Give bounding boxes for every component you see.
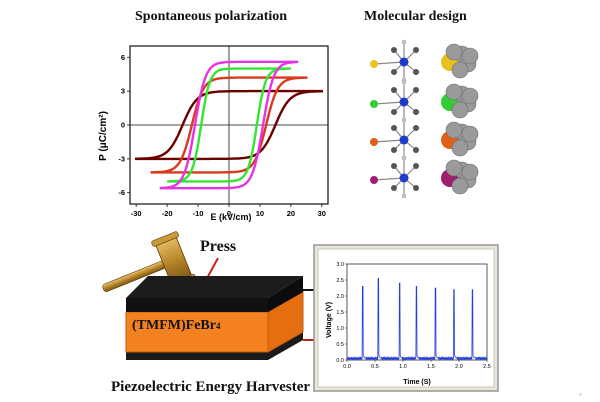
pe-x-tick-label: 0 <box>227 209 231 218</box>
voltage-y-tick-label: 0.0 <box>336 358 344 364</box>
carbon-atom <box>391 185 397 191</box>
hydrogen-atom <box>401 39 407 45</box>
molecular-design-illustration <box>370 39 479 199</box>
pe-x-axis-label: E (kV/cm) <box>210 212 251 222</box>
carbon-atom <box>391 87 397 93</box>
methyl-sphere <box>461 125 479 143</box>
pe-y-tick-label: 0 <box>121 121 125 130</box>
pe-x-tick-label: 20 <box>287 209 295 218</box>
methyl-sphere <box>451 101 469 119</box>
pe-x-tick-label: 10 <box>256 209 264 218</box>
carbon-atom <box>413 69 419 75</box>
molecular-design-heading: Molecular design <box>364 9 467 24</box>
voltage-y-tick-label: 2.5 <box>336 278 344 284</box>
voltage-y-tick-label: 1.5 <box>336 310 344 316</box>
carbon-atom <box>413 47 419 53</box>
hydrogen-atom <box>401 193 407 199</box>
voltage-y-tick-label: 2.0 <box>336 294 344 300</box>
methyl-sphere <box>451 139 469 157</box>
voltage-x-axis-label: Time (S) <box>403 379 431 386</box>
carbon-atom <box>391 109 397 115</box>
voltage-x-tick-label: 1.5 <box>427 364 435 370</box>
carbon-atom <box>413 87 419 93</box>
nitrogen-atom <box>399 57 409 67</box>
methyl-sphere <box>445 43 463 61</box>
device-material-name: (TMFM)FeBr <box>132 318 216 333</box>
voltage-y-tick-label: 0.5 <box>336 342 344 348</box>
hydrogen-atom <box>401 79 407 85</box>
voltage-y-axis-label: Voltage (V) <box>326 302 333 338</box>
carbon-atom <box>413 185 419 191</box>
mol-bond <box>373 139 405 143</box>
corner-mark: + <box>578 390 583 399</box>
carbon-atom <box>413 163 419 169</box>
methyl-sphere <box>451 61 469 79</box>
polarization-heading: Spontaneous polarization <box>135 9 288 24</box>
voltage-y-tick-label: 3.0 <box>336 262 344 268</box>
piezo-device <box>125 276 316 360</box>
methyl-sphere <box>445 159 463 177</box>
hydrogen-atom <box>401 117 407 123</box>
methyl-sphere <box>451 177 469 195</box>
carbon-atom <box>413 147 419 153</box>
methyl-sphere <box>461 47 479 65</box>
voltage-x-tick-label: 0.0 <box>343 364 351 370</box>
pe-x-tick-label: -30 <box>131 209 142 218</box>
mol-bond <box>373 177 405 181</box>
halogen-atom <box>370 138 378 146</box>
voltage-x-tick-label: 1.0 <box>399 364 407 370</box>
mol-bond <box>373 101 405 105</box>
nitrogen-atom <box>399 173 409 183</box>
carbon-atom <box>391 69 397 75</box>
voltage-trace <box>346 278 488 361</box>
halogen-atom <box>370 60 378 68</box>
carbon-atom <box>391 163 397 169</box>
pe-x-tick-label: -20 <box>162 209 173 218</box>
methyl-sphere <box>461 163 479 181</box>
pe-y-tick-label: 6 <box>121 53 125 62</box>
pe-y-axis-label: P (μC/cm²) <box>98 111 109 161</box>
voltage-x-tick-label: 2.5 <box>483 364 491 370</box>
carbon-atom <box>391 147 397 153</box>
methyl-sphere <box>445 83 463 101</box>
nitrogen-atom <box>399 97 409 107</box>
carbon-atom <box>391 125 397 131</box>
pe-x-tick-label: 30 <box>318 209 326 218</box>
carbon-atom <box>413 125 419 131</box>
pe-loop-4 <box>159 60 299 190</box>
device-material-label: (TMFM)FeBr4 <box>132 318 220 334</box>
methyl-sphere <box>445 121 463 139</box>
pe-loop-3 <box>167 67 291 183</box>
methyl-sphere <box>461 87 479 105</box>
harvester-caption: Piezoelectric Energy Harvester <box>111 379 311 395</box>
hydrogen-atom <box>401 155 407 161</box>
pe-y-tick-label: -6 <box>118 188 125 197</box>
carbon-atom <box>413 109 419 115</box>
device-material-subscript: 4 <box>215 321 221 331</box>
pe-loop-1 <box>135 89 323 161</box>
voltage-y-tick-label: 1.0 <box>336 326 344 332</box>
pe-x-tick-label: -10 <box>193 209 204 218</box>
mol-bond <box>373 61 405 65</box>
carbon-atom <box>391 47 397 53</box>
voltage-x-tick-label: 2.0 <box>455 364 463 370</box>
pe-y-tick-label: 3 <box>121 87 125 96</box>
halogen-atom <box>370 176 378 184</box>
nitrogen-atom <box>399 135 409 145</box>
press-label: Press <box>200 238 237 255</box>
pe-y-tick-label: -3 <box>118 154 125 163</box>
halogen-atom <box>370 100 378 108</box>
voltage-x-tick-label: 0.5 <box>371 364 379 370</box>
